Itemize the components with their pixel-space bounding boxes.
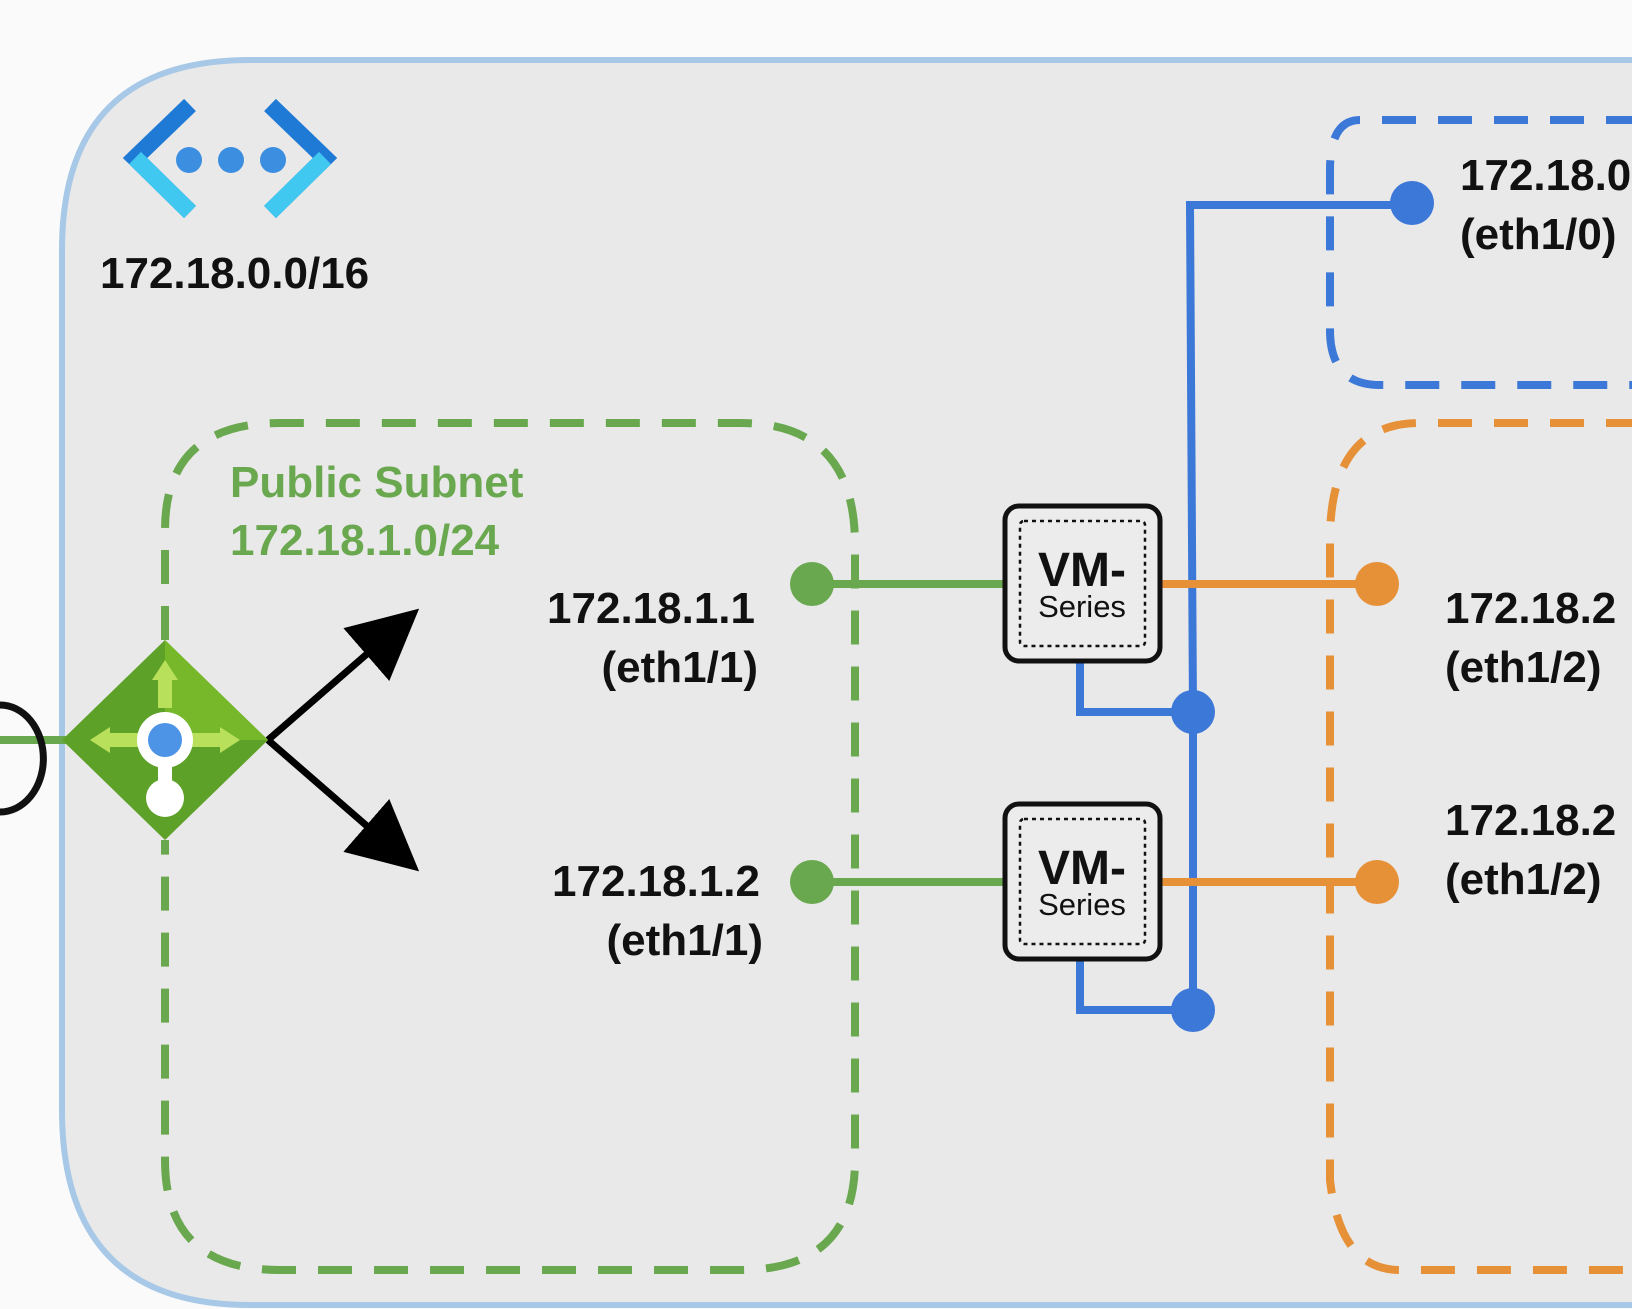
vm-series-firewall-2[interactable]: VM- Series [1002,801,1163,962]
fw1-public-ip: 172.18.1.1 [547,584,755,633]
fw1-private-nic-dot [1355,562,1399,606]
fw1-public-nic-dot [790,562,834,606]
mgmt-nic-ip: 172.18.0 [1460,151,1631,200]
vm-series-label-bottom: Series [1038,589,1126,624]
private-subnet-boundary [1326,419,1632,1274]
load-balancer-icon[interactable] [62,640,268,840]
vm-series-label-bottom: Series [1038,887,1126,922]
public-subnet-cidr: 172.18.1.0/24 [230,516,500,565]
public-subnet-name: Public Subnet [230,458,524,507]
virtual-network-icon [122,98,338,219]
fw2-private-nic-dot [1355,860,1399,904]
private-nic-1-ip: 172.18.2 [1445,584,1616,633]
private-nic-2-ip: 172.18.2 [1445,796,1616,845]
private-nic-2-iface: (eth1/2) [1445,855,1601,904]
fw2-public-iface: (eth1/1) [607,916,763,965]
vnet-cidr: 172.18.0.0/16 [100,249,369,298]
fw2-mgmt-junction [1171,988,1215,1032]
fw1-mgmt-junction [1171,690,1215,734]
fw1-public-iface: (eth1/1) [602,643,758,692]
vnet-container [59,57,1632,1308]
mgmt-nic-dot [1390,181,1434,225]
vm-series-firewall-1[interactable]: VM- Series [1002,503,1163,664]
fw2-public-nic-dot [790,860,834,904]
vm-series-label-top: VM- [1038,842,1126,895]
mgmt-network-lines [1076,201,1412,1014]
private-network-lines [1160,580,1377,886]
mgmt-nic-iface: (eth1/0) [1460,210,1616,259]
private-nic-1-iface: (eth1/2) [1445,643,1601,692]
public-subnet-boundary [161,419,859,1274]
external-connector [0,701,47,816]
traffic-arrows [265,608,420,872]
mgmt-subnet-boundary [1326,116,1632,389]
vm-series-label-top: VM- [1038,544,1126,597]
fw2-public-ip: 172.18.1.2 [552,857,760,906]
